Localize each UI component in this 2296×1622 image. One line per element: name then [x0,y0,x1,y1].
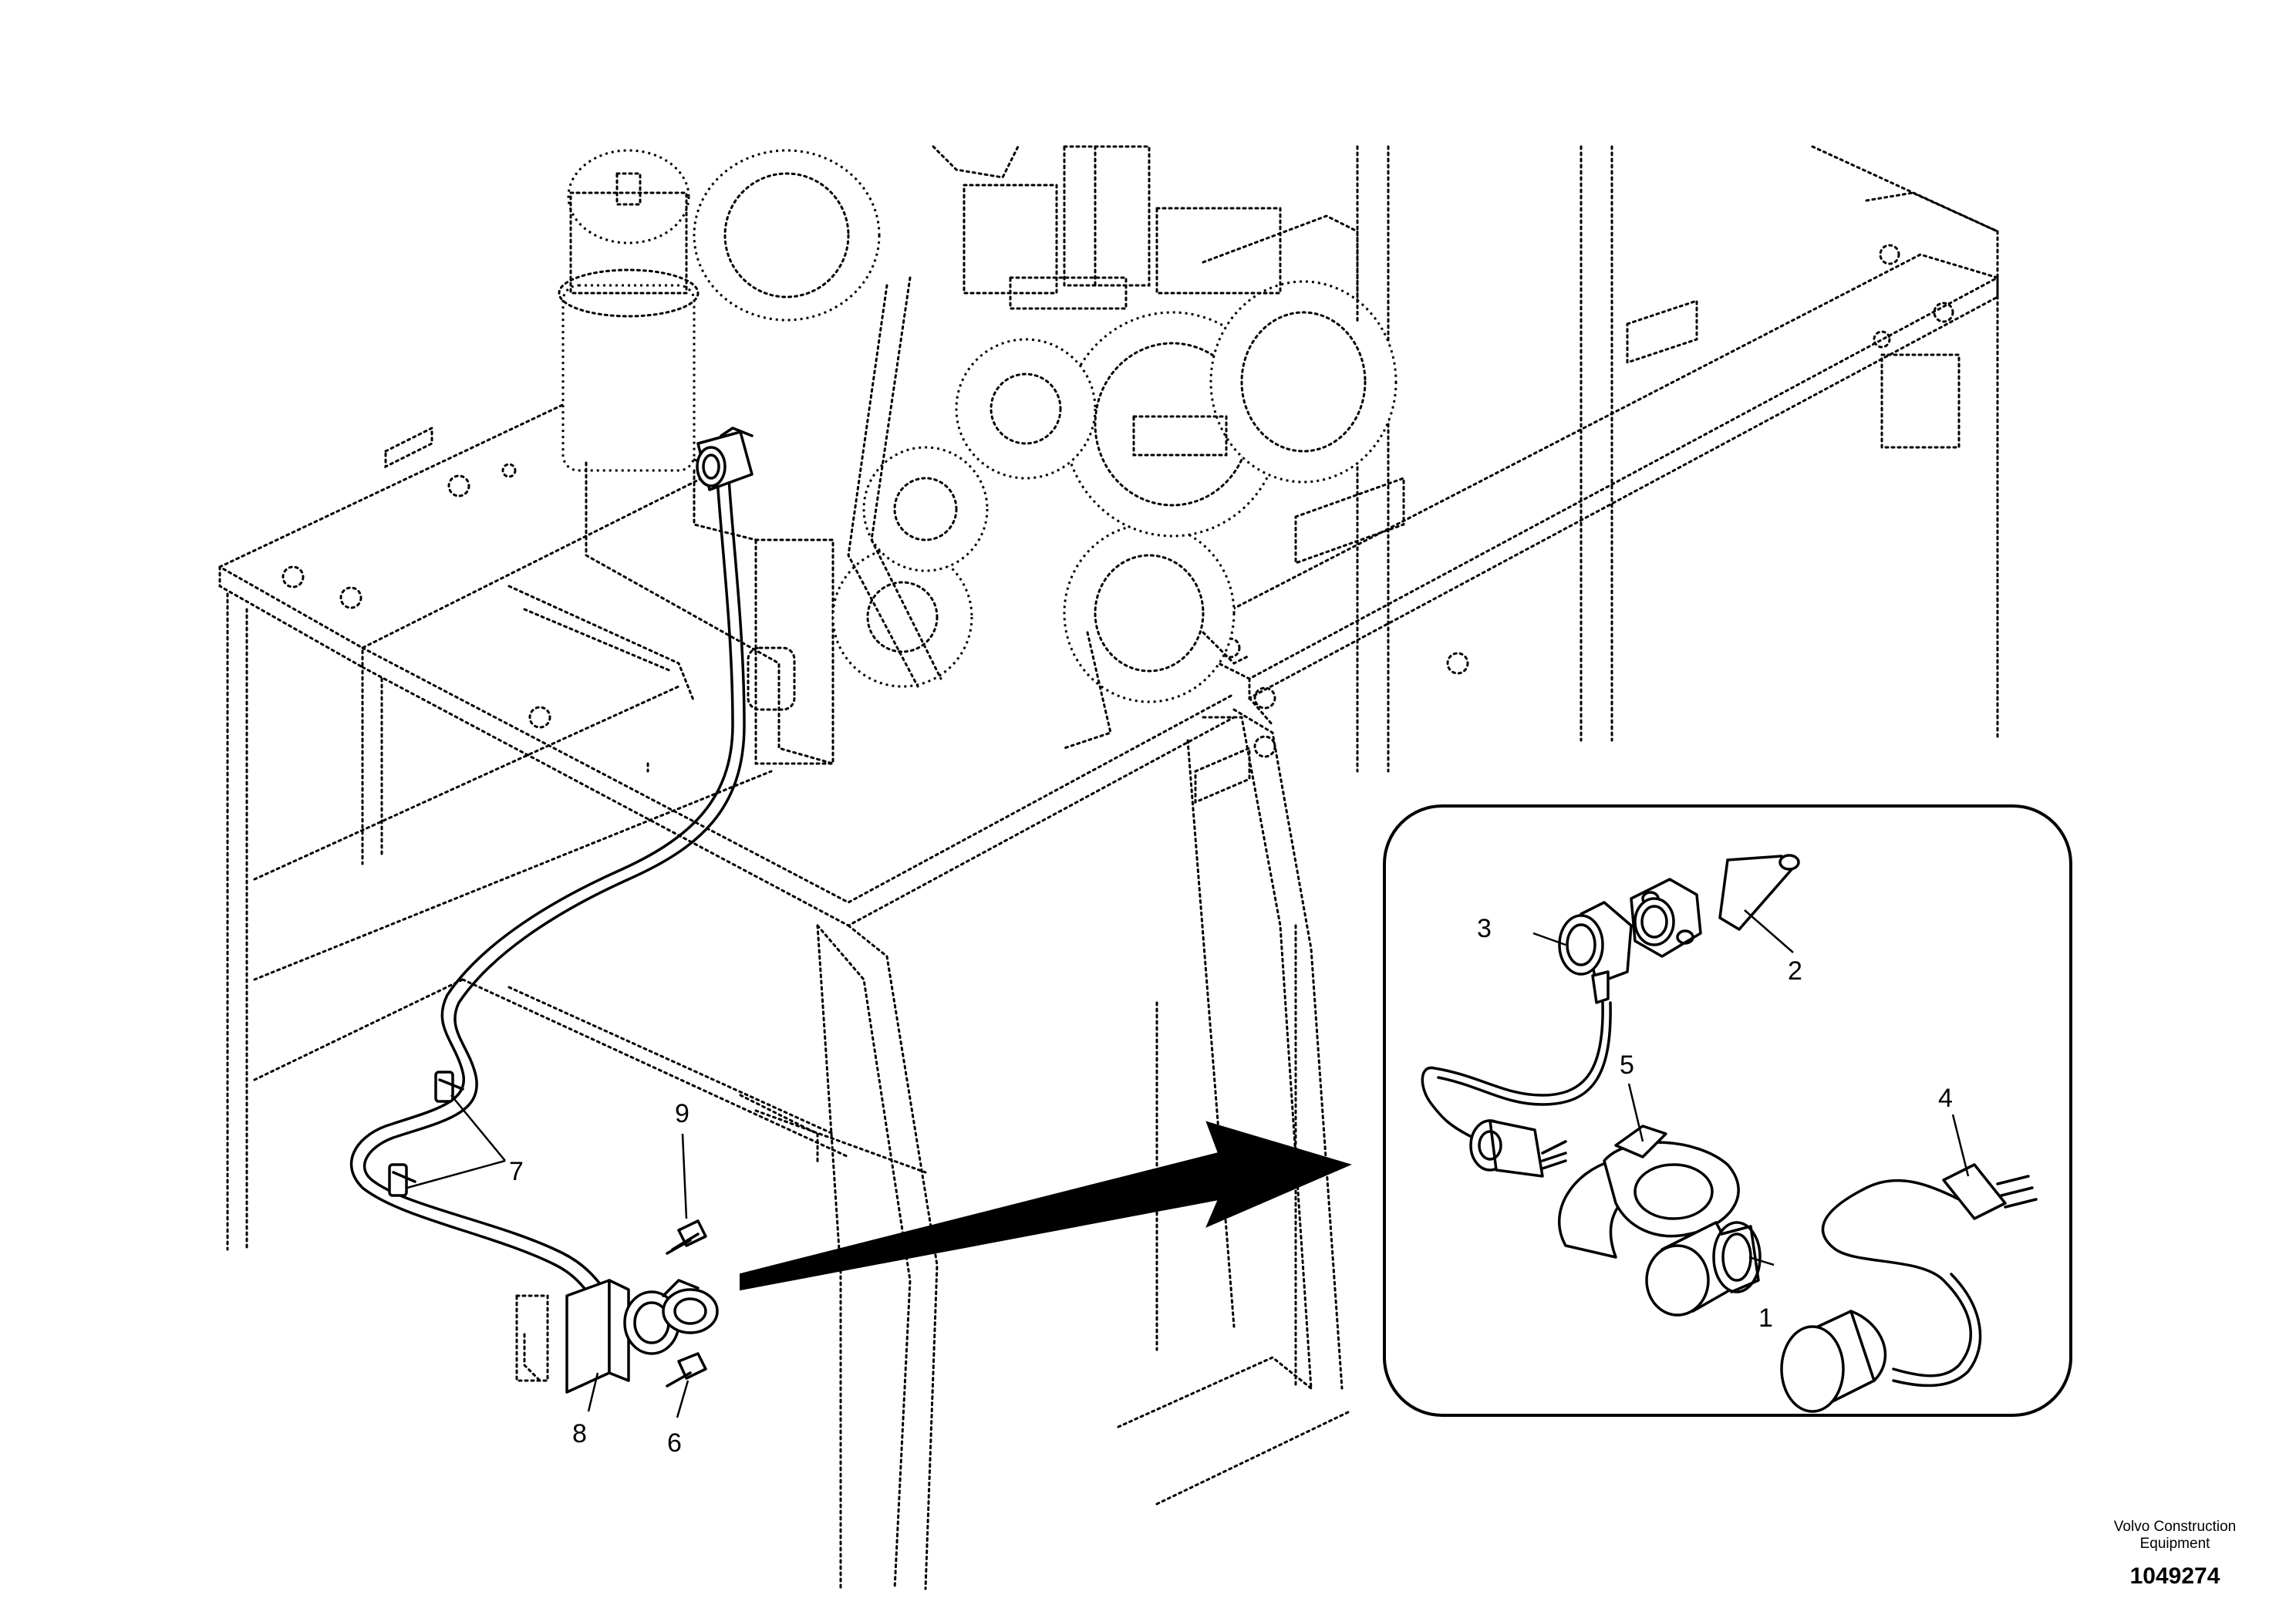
callout-4: 4 [1938,1084,1953,1113]
leader-7a [450,1094,506,1162]
leader-5 [1627,1083,1644,1142]
leader-7b [406,1159,506,1189]
part-2-flange-connector [1630,854,1800,958]
socket-bracket [565,1279,719,1394]
callout-9: 9 [675,1099,689,1128]
part-1-bushing [1645,1221,1762,1317]
leader-8 [587,1372,599,1412]
pointer-arrow [740,1121,1352,1291]
leader-1 [1748,1256,1775,1266]
part-4-plug [1780,1163,2038,1413]
callout-6: 6 [667,1428,682,1458]
callout-8: 8 [572,1419,587,1448]
caption-line-1: Volvo Construction [2114,1519,2236,1535]
leader-3 [1532,932,1566,946]
part-3-plug-cap [1558,901,1633,1004]
document-number: 1049274 [2130,1563,2220,1589]
leader-9 [681,1133,688,1219]
top-connector [696,427,754,491]
caption-line-2: Equipment [2140,1536,2211,1552]
part-5-cable [1421,1001,1612,1178]
callout-1: 1 [1758,1303,1773,1333]
harness-cable [349,477,746,1305]
callout-3: 3 [1477,914,1492,943]
cable-clip-lower [388,1163,416,1197]
leader-4 [1951,1114,1970,1177]
callout-5: 5 [1620,1050,1634,1080]
leader-2 [1744,909,1794,953]
callout-2: 2 [1788,956,1802,986]
callout-7: 7 [509,1157,524,1186]
part-5-socket [1557,1125,1740,1259]
engine-assembly [507,145,1397,773]
leader-6 [676,1380,689,1418]
bolt-lower [666,1352,707,1388]
detail-inset [1383,804,2072,1417]
bolt-upper [666,1219,707,1255]
cable-clip-upper [434,1071,464,1103]
